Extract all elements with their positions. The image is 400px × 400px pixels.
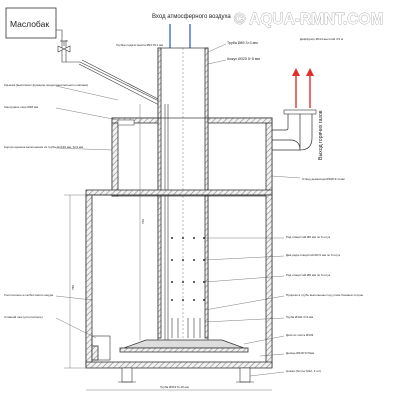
lower-wall-right [265, 194, 273, 368]
wall-casing-label: Корпус-крышка выполнения из трубы H=140 … [4, 145, 83, 149]
lower-wall-left [85, 194, 93, 368]
upper-wall-left [111, 117, 119, 197]
gas-outlet-label: Выход горячих газов [318, 110, 324, 160]
flue-elbow [272, 112, 301, 151]
dim-pipe: 760 [141, 219, 145, 224]
slots-label: Прорези в трубе выполнены под углом боко… [286, 293, 364, 297]
jacket-label: Кожух Ø325 5÷5 мм [227, 57, 260, 61]
holes-row-1-label: Ряд отверстий Ø6 мм по 6 штук [286, 235, 331, 239]
oil-feed-label: Трубка подачи масла Ø10 8×1 мм [116, 43, 163, 47]
watermark-text: © AQUA-RMNT.COM [234, 11, 383, 28]
oil-feed-line [56, 29, 166, 105]
pipe-slots [171, 318, 201, 338]
leg-right [239, 367, 251, 383]
callouts-left [55, 85, 119, 339]
upper-wall-right [265, 117, 273, 197]
pipe-d89-label: Труба Ø89 3×3 мм [227, 41, 258, 45]
upper-floor [85, 189, 273, 196]
upper-lid [111, 117, 159, 124]
upper-lid-right [207, 117, 273, 124]
air-inlet-label: Вход атмосферного воздуха [152, 14, 231, 20]
bottom-label: Днище Ø318 S=5мм [286, 351, 314, 355]
bottom-pipe-label: Труба Ø219 5÷10 мм [160, 385, 189, 389]
bottom-plate [85, 361, 273, 369]
callouts-right [204, 43, 301, 377]
diffuser-label: Диффузор Ø114 высотой 4,5 м [300, 37, 343, 41]
drain-label: Сливной люк (уплотнитель) [4, 315, 43, 319]
asbestos-label: Уплотнитель из асбестового шнура [4, 293, 53, 297]
valve-icon [57, 45, 71, 53]
dim-height: 780 [71, 285, 75, 290]
disk-label: Диск из листа Ø133 [286, 333, 314, 337]
hole-rows [171, 237, 205, 301]
oil-tank-box [5, 7, 57, 39]
oil-tank-label: Маслобак [10, 19, 49, 29]
holes-row-3-label: Ряд отверстий Ø6 мм по 6 штук [286, 273, 331, 277]
legs-label: Ножки (болты М12, 3 шт) [286, 369, 321, 373]
leg-left [121, 367, 133, 383]
lid-label: Крышка (выполняет функцию предохранитель… [4, 83, 88, 87]
sight-window-label: Смотровое окно Ø18 мм [4, 105, 38, 109]
pipe-d102-label: Труба Ø102 3×4 мм [286, 315, 313, 319]
reflector-disk [123, 339, 245, 349]
flue-outlet-label: Отвод дымохода Ø108 3×4 мм [302, 177, 345, 181]
holes-row-2-label: Два ряда отверстий Ø4,5 мм по 6 штук [286, 253, 341, 257]
sight-window [117, 119, 135, 126]
